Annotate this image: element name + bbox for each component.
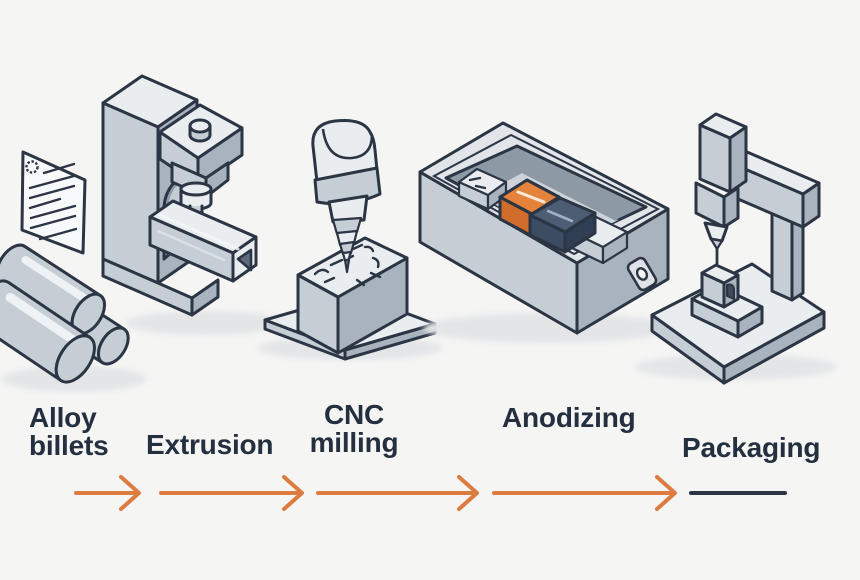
tool-tip (343, 258, 351, 274)
spec-sheet-illustration (8, 136, 104, 272)
press-knob (188, 118, 212, 143)
gantry-column (770, 208, 805, 302)
flow-arrow-4 (491, 471, 677, 515)
seal-icon (25, 160, 39, 174)
stage-label-cnc-milling: CNC milling (309, 399, 399, 458)
anodized-part-dark (528, 196, 597, 254)
billet-cylinder (0, 279, 96, 384)
spec-sheet-icon (20, 150, 87, 255)
flow-end-line (688, 471, 788, 515)
tank-side-plate (626, 256, 658, 292)
head-tower (698, 112, 748, 194)
needle-probe (703, 221, 729, 278)
billet-cylinder (0, 243, 107, 336)
mill-spindle (311, 119, 382, 274)
stage-label-extrusion: Extrusion (146, 429, 274, 460)
extrusion-press-illustration (88, 63, 300, 355)
stage-label-alloy-billets: Alloy billets (29, 402, 109, 461)
extruded-profile (148, 199, 258, 283)
anodizing-tank-illustration (408, 106, 688, 358)
workpiece-block (296, 236, 409, 355)
stage-label-packaging: Packaging (682, 432, 821, 463)
head-collar (694, 181, 740, 229)
flow-arrow-2 (158, 471, 304, 515)
alloy-billets-illustration (0, 243, 154, 398)
packaged-part (690, 263, 764, 339)
stage-label-anodizing: Anodizing (502, 402, 636, 433)
packaging-machine-illustration (636, 81, 846, 387)
flow-arrow-3 (315, 471, 479, 515)
press-frame (101, 74, 244, 317)
flow-arrow-1 (73, 471, 145, 515)
